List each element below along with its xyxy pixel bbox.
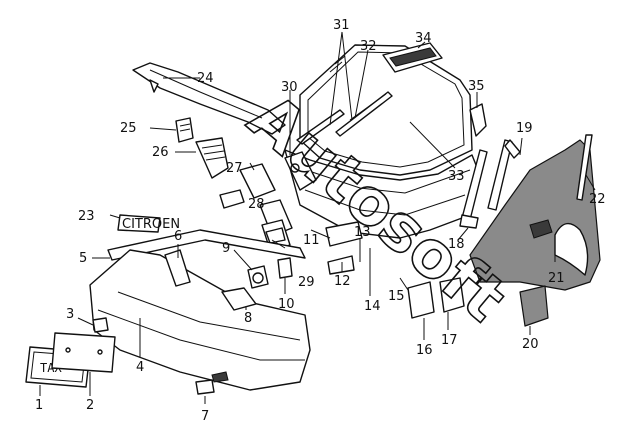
bracket-8-part: [221, 287, 257, 311]
callout-32: 32: [360, 39, 377, 54]
callout-2: 2: [86, 398, 94, 413]
mudflap-part: [519, 285, 549, 327]
callout-7: 7: [201, 409, 209, 424]
callout-3: 3: [66, 307, 74, 322]
callout-29: 29: [298, 275, 315, 290]
handle-part: [325, 221, 363, 275]
plate-backing-part: [51, 332, 116, 373]
bumper-strip-part: [107, 229, 306, 261]
latch-part: [284, 151, 317, 191]
callout-8: 8: [244, 311, 252, 326]
callout-20: 20: [522, 337, 539, 352]
rear-fender-part: [469, 139, 601, 291]
callout-24: 24: [197, 71, 214, 86]
callout-31: 31: [333, 18, 350, 33]
callout-19: 19: [516, 121, 533, 136]
callout-21: 21: [548, 271, 565, 286]
callout-23: 23: [78, 209, 95, 224]
callout-18: 18: [448, 237, 465, 252]
callout-12: 12: [334, 274, 351, 289]
gas-strut-part: [459, 149, 488, 229]
callout-17: 17: [441, 333, 458, 348]
callout-9: 9: [222, 241, 230, 256]
callout-5: 5: [79, 251, 87, 266]
callout-16: 16: [416, 343, 433, 358]
callout-11: 11: [303, 233, 320, 248]
callout-10: 10: [278, 297, 295, 312]
wiper-arm-part: [296, 109, 345, 145]
callout-30: 30: [281, 80, 298, 95]
rear-wiper-part: [335, 91, 393, 137]
callout-4: 4: [136, 360, 144, 375]
strut-part: [487, 139, 521, 211]
callout-1: 1: [35, 398, 43, 413]
badge-part: CITROEN: [117, 214, 180, 233]
callout-25: 25: [120, 121, 137, 136]
leader-lines: [39, 31, 596, 404]
badge-text: CITROEN: [122, 217, 180, 232]
callout-numbers: 1 2 3 4 5 6 7 8 9 10 11 12 13 14 15 16 1…: [35, 18, 606, 424]
callout-6: 6: [174, 229, 182, 244]
plate-light-part: [195, 379, 215, 395]
spoiler-bracket-part: [195, 137, 229, 179]
bolt-part: [247, 257, 293, 289]
trim-strip-part: [576, 134, 593, 201]
callout-26: 26: [152, 145, 169, 160]
callout-27: 27: [226, 161, 243, 176]
spoiler-block-part: [175, 117, 194, 143]
callout-14: 14: [364, 299, 381, 314]
callout-13: 13: [354, 225, 371, 240]
rear-spoiler-part: [132, 62, 286, 135]
callout-15: 15: [388, 289, 405, 304]
callout-22: 22: [589, 192, 606, 207]
callout-33: 33: [448, 169, 465, 184]
callout-28: 28: [248, 197, 265, 212]
callout-34: 34: [415, 31, 432, 46]
hinge-part: [469, 103, 487, 137]
clip-part: [92, 317, 109, 333]
rear-bumper-part: [89, 249, 311, 391]
brake-light-part: [382, 42, 443, 73]
callout-35: 35: [468, 79, 485, 94]
mount-bracket-part: [407, 277, 465, 319]
bumper-bracket-part: [164, 249, 191, 287]
